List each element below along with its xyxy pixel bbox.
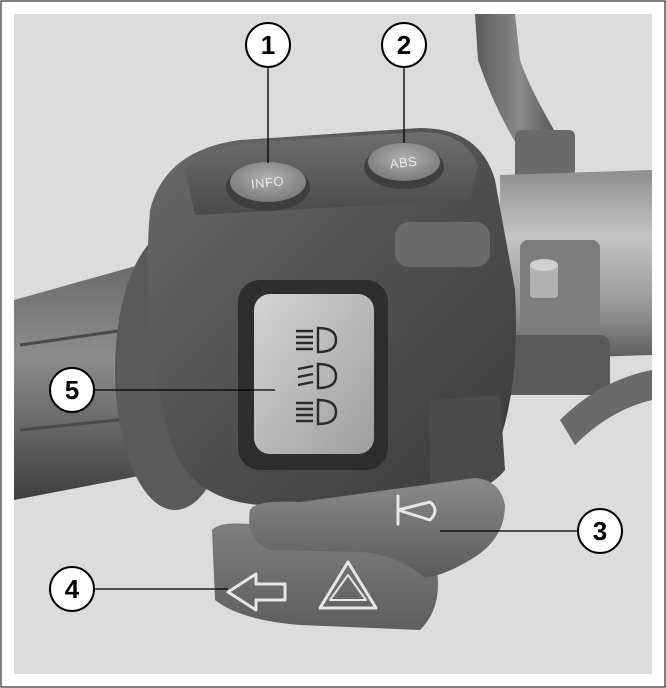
callout-5: 5 xyxy=(49,367,95,413)
hazard-triangle-icon xyxy=(318,560,378,610)
lower-clamp-block xyxy=(500,335,610,395)
callout-2-number: 2 xyxy=(397,30,411,60)
horn-icon xyxy=(396,494,437,526)
headlight-flash-icon xyxy=(296,398,338,426)
callout-4-number: 4 xyxy=(65,574,80,604)
housing-side-block xyxy=(430,395,505,496)
headlight-low-beam-icon xyxy=(297,362,338,390)
clamp-bolt xyxy=(530,262,558,298)
headlight-switch[interactable] xyxy=(254,294,374,454)
callout-2: 2 xyxy=(381,22,427,68)
callout-4: 4 xyxy=(49,566,95,612)
info-button-label: INFO xyxy=(250,173,284,191)
leader-lines xyxy=(95,68,577,590)
housing-ridge xyxy=(395,222,490,267)
info-button[interactable]: INFO xyxy=(226,162,310,211)
abs-button[interactable]: ABS xyxy=(364,143,444,189)
left-arrow-icon xyxy=(226,572,287,612)
callout-3: 3 xyxy=(577,508,623,554)
wire-loom xyxy=(560,370,652,445)
callout-5-number: 5 xyxy=(65,375,79,405)
callout-1-number: 1 xyxy=(261,30,275,60)
horn-button[interactable] xyxy=(249,478,505,578)
callout-3-number: 3 xyxy=(593,516,607,546)
clamp-bolt-head xyxy=(530,259,558,271)
headlight-high-beam-icon xyxy=(296,326,338,354)
callout-1: 1 xyxy=(245,22,291,68)
abs-button-label: ABS xyxy=(389,154,418,172)
